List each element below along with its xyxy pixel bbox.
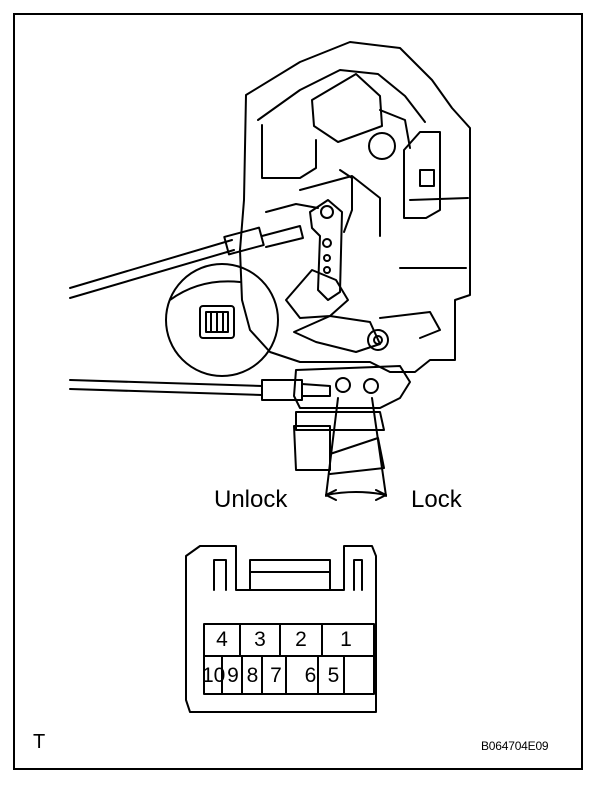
view-marker: T <box>33 731 46 753</box>
pin-1: 1 <box>340 628 352 651</box>
pin-8: 8 <box>246 664 259 687</box>
pin-7: 7 <box>270 664 282 687</box>
connector-face <box>185 545 377 713</box>
unlock-label: Unlock <box>214 486 288 513</box>
pin-3: 3 <box>254 628 266 651</box>
motor-disc <box>165 263 279 377</box>
latch-housing <box>239 41 471 373</box>
diagram-frame <box>13 13 583 770</box>
pin-2: 2 <box>295 628 307 651</box>
pin-6: 6 <box>304 664 317 687</box>
unlock-lock-arrow <box>325 489 387 501</box>
pin-4: 4 <box>216 628 228 651</box>
figure-code: B064704E09 <box>481 739 549 753</box>
switch-cam <box>293 365 411 497</box>
pin-10: 10 <box>202 664 226 687</box>
lower-cable <box>69 379 331 401</box>
lock-lever <box>265 169 441 353</box>
pin-5: 5 <box>327 664 340 687</box>
lock-label: Lock <box>411 486 462 513</box>
pin-9: 9 <box>227 664 239 687</box>
